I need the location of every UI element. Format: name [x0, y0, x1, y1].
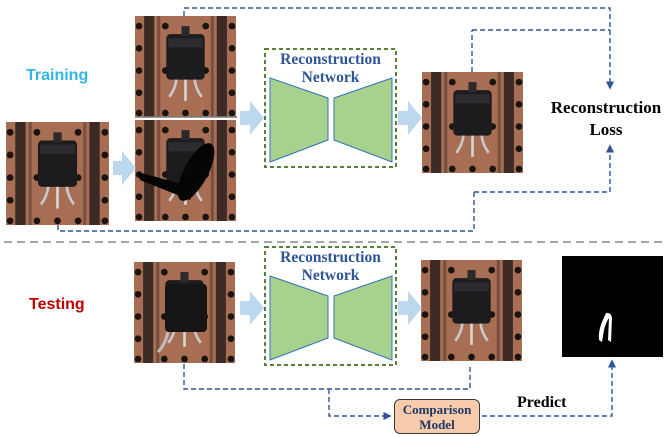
reconstruction-network-test	[264, 246, 397, 366]
arrow-to-network-train	[240, 101, 264, 135]
dashed-connectors	[57, 7, 617, 421]
connector-clean-to-loss	[183, 7, 615, 90]
predict-label: Predict	[517, 394, 567, 411]
connector-to-loss-bottom	[474, 144, 615, 193]
training-clean-image	[133, 14, 238, 119]
connector-to-mask	[482, 359, 617, 417]
arrow-network-to-recon-train	[398, 101, 422, 135]
training-input-image	[4, 120, 111, 227]
reconstruction-loss-label: Reconstruction Loss	[546, 97, 666, 141]
arrow-network-to-recon-test	[398, 291, 422, 325]
network-label-test: Reconstruction Network	[265, 249, 396, 285]
testing-label: Testing	[29, 296, 85, 313]
connector-test-bottom	[183, 364, 471, 390]
testing-reconstructed-image	[419, 258, 524, 363]
loss-label-line2: Loss	[589, 120, 623, 139]
network-label-test-line1: Reconstruction	[280, 249, 381, 266]
connector-input-bottom	[57, 192, 475, 232]
loss-label-line1: Reconstruction	[550, 98, 662, 117]
arrow-input-to-augment	[113, 151, 136, 185]
comparison-line1: Comparison	[402, 401, 472, 417]
comparison-model-box: Comparison Model	[394, 399, 480, 434]
network-label-train-line2: Network	[301, 69, 360, 86]
network-label-train: Reconstruction Network	[265, 51, 396, 87]
arrow-to-network-test	[240, 291, 264, 325]
training-reconstructed-image	[420, 70, 525, 175]
comparison-line2: Model	[419, 416, 455, 432]
testing-input-image	[132, 260, 237, 365]
network-label-train-line1: Reconstruction	[280, 51, 381, 68]
training-label: Training	[26, 67, 89, 84]
flow-arrows	[113, 101, 422, 325]
reconstruction-network-train	[264, 48, 397, 168]
training-augmented-image	[133, 118, 238, 223]
connector-to-comparison	[328, 389, 392, 421]
predicted-mask-image	[562, 256, 663, 357]
network-label-test-line2: Network	[301, 267, 360, 284]
